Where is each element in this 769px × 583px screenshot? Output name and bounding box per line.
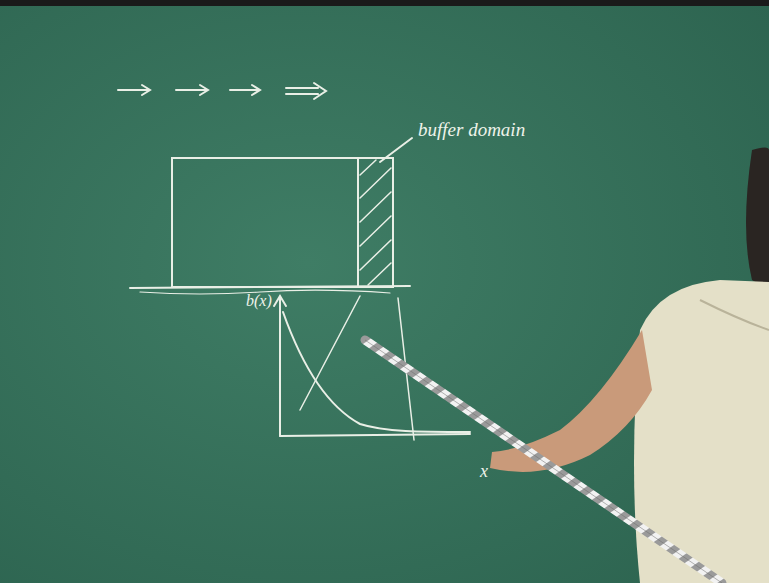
ground-line bbox=[130, 286, 410, 288]
axis-label: x bbox=[480, 462, 488, 482]
region-label: buffer domain bbox=[418, 120, 525, 141]
pointer-stick bbox=[365, 340, 722, 583]
y-axis bbox=[279, 298, 281, 436]
x-axis bbox=[280, 434, 470, 436]
buffer-boundary bbox=[357, 158, 359, 287]
y-axis-arrow bbox=[274, 296, 286, 306]
flow-arrows bbox=[118, 83, 326, 99]
axis-label: b(x) bbox=[246, 292, 272, 310]
chalk-drawing bbox=[118, 83, 470, 440]
damping-curve bbox=[283, 312, 470, 432]
pointer-edge bbox=[365, 340, 722, 583]
leader-line bbox=[380, 138, 412, 162]
projection-line bbox=[300, 296, 360, 410]
domain-rectangle bbox=[172, 158, 393, 287]
buffer-hatching bbox=[360, 160, 391, 285]
board-frame bbox=[0, 0, 769, 6]
